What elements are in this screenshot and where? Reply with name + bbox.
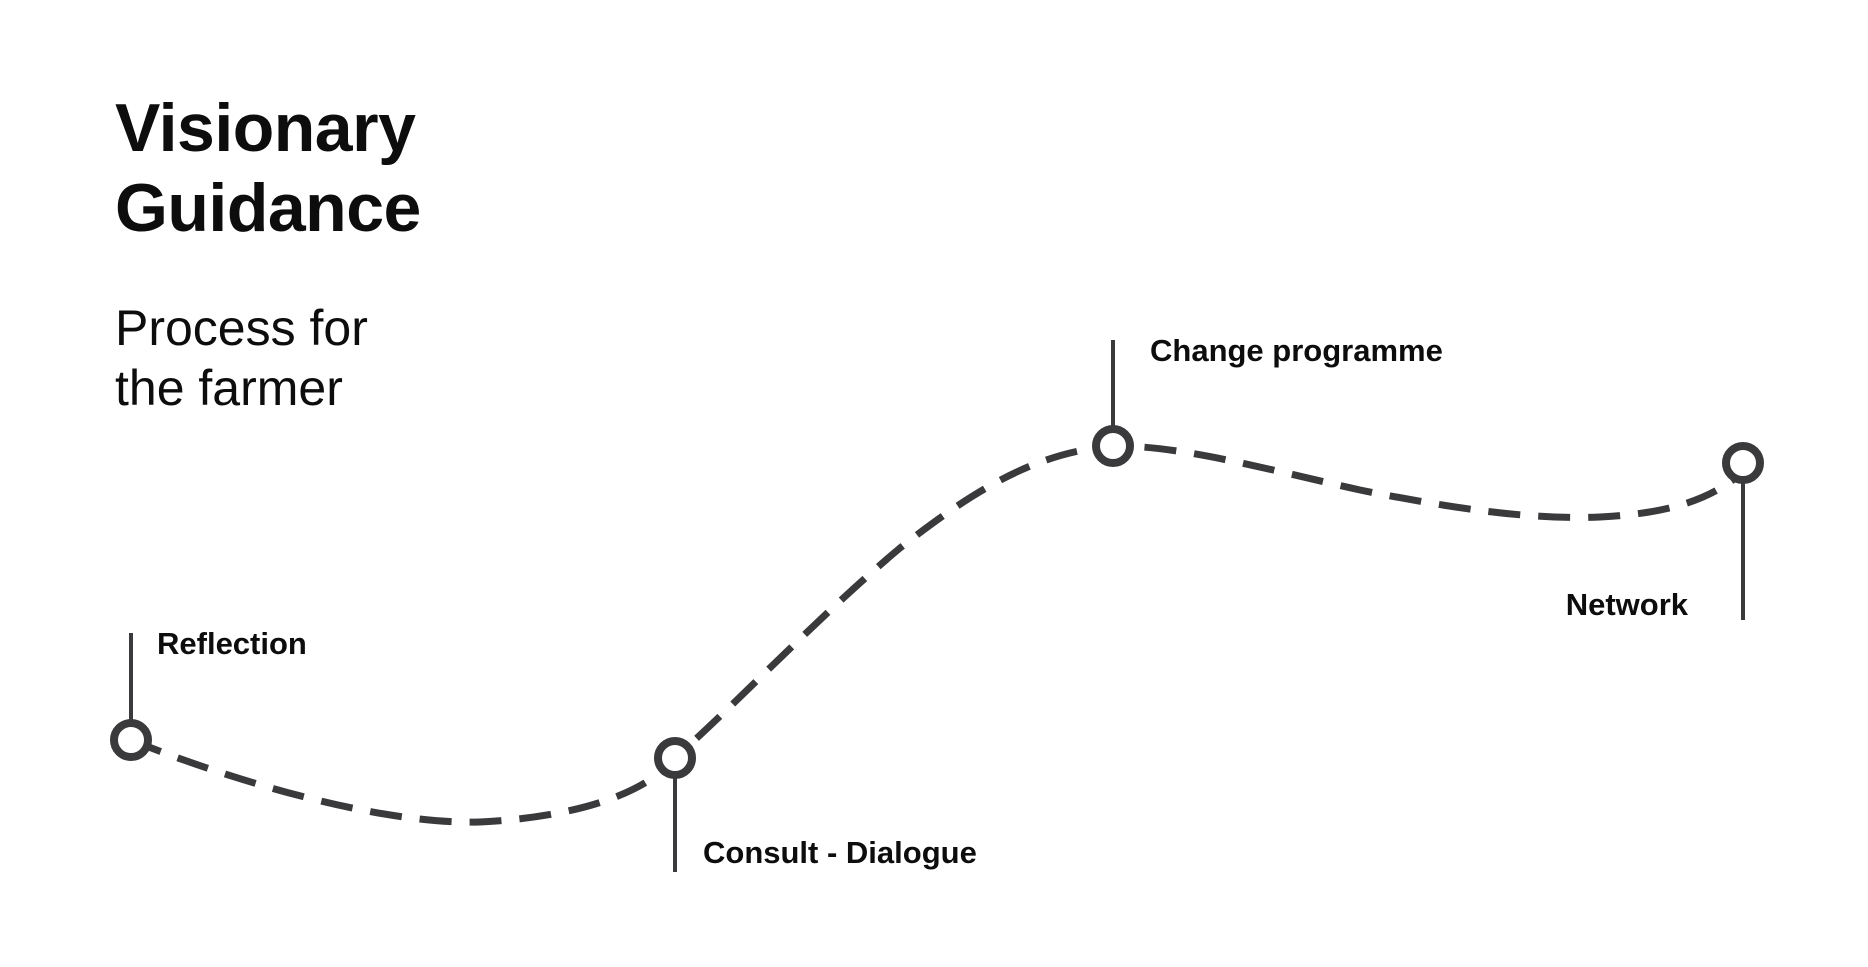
- step-reflection-node: [110, 719, 152, 761]
- title-line-1: Visionary: [115, 90, 416, 166]
- step-consult-dialogue: Consult - Dialogue: [654, 737, 977, 872]
- diagram-subtitle: Process for the farmer: [115, 298, 368, 418]
- step-change-programme-node: [1092, 425, 1134, 467]
- step-change-programme: Change programme: [1092, 333, 1443, 467]
- step-network-label: Network: [1566, 587, 1689, 622]
- process-path-dashed-line: [129, 442, 1753, 826]
- step-network: Network: [1566, 442, 1764, 622]
- subtitle-line-2: the farmer: [115, 360, 343, 416]
- diagram-title: Visionary Guidance: [115, 88, 421, 248]
- step-reflection: Reflection: [110, 626, 307, 761]
- step-change-programme-label: Change programme: [1150, 333, 1443, 368]
- step-network-node: [1722, 442, 1764, 484]
- subtitle-line-1: Process for: [115, 300, 368, 356]
- title-line-2: Guidance: [115, 170, 421, 246]
- step-consult-dialogue-label: Consult - Dialogue: [703, 835, 977, 870]
- step-reflection-label: Reflection: [157, 626, 307, 661]
- step-consult-dialogue-node: [654, 737, 696, 779]
